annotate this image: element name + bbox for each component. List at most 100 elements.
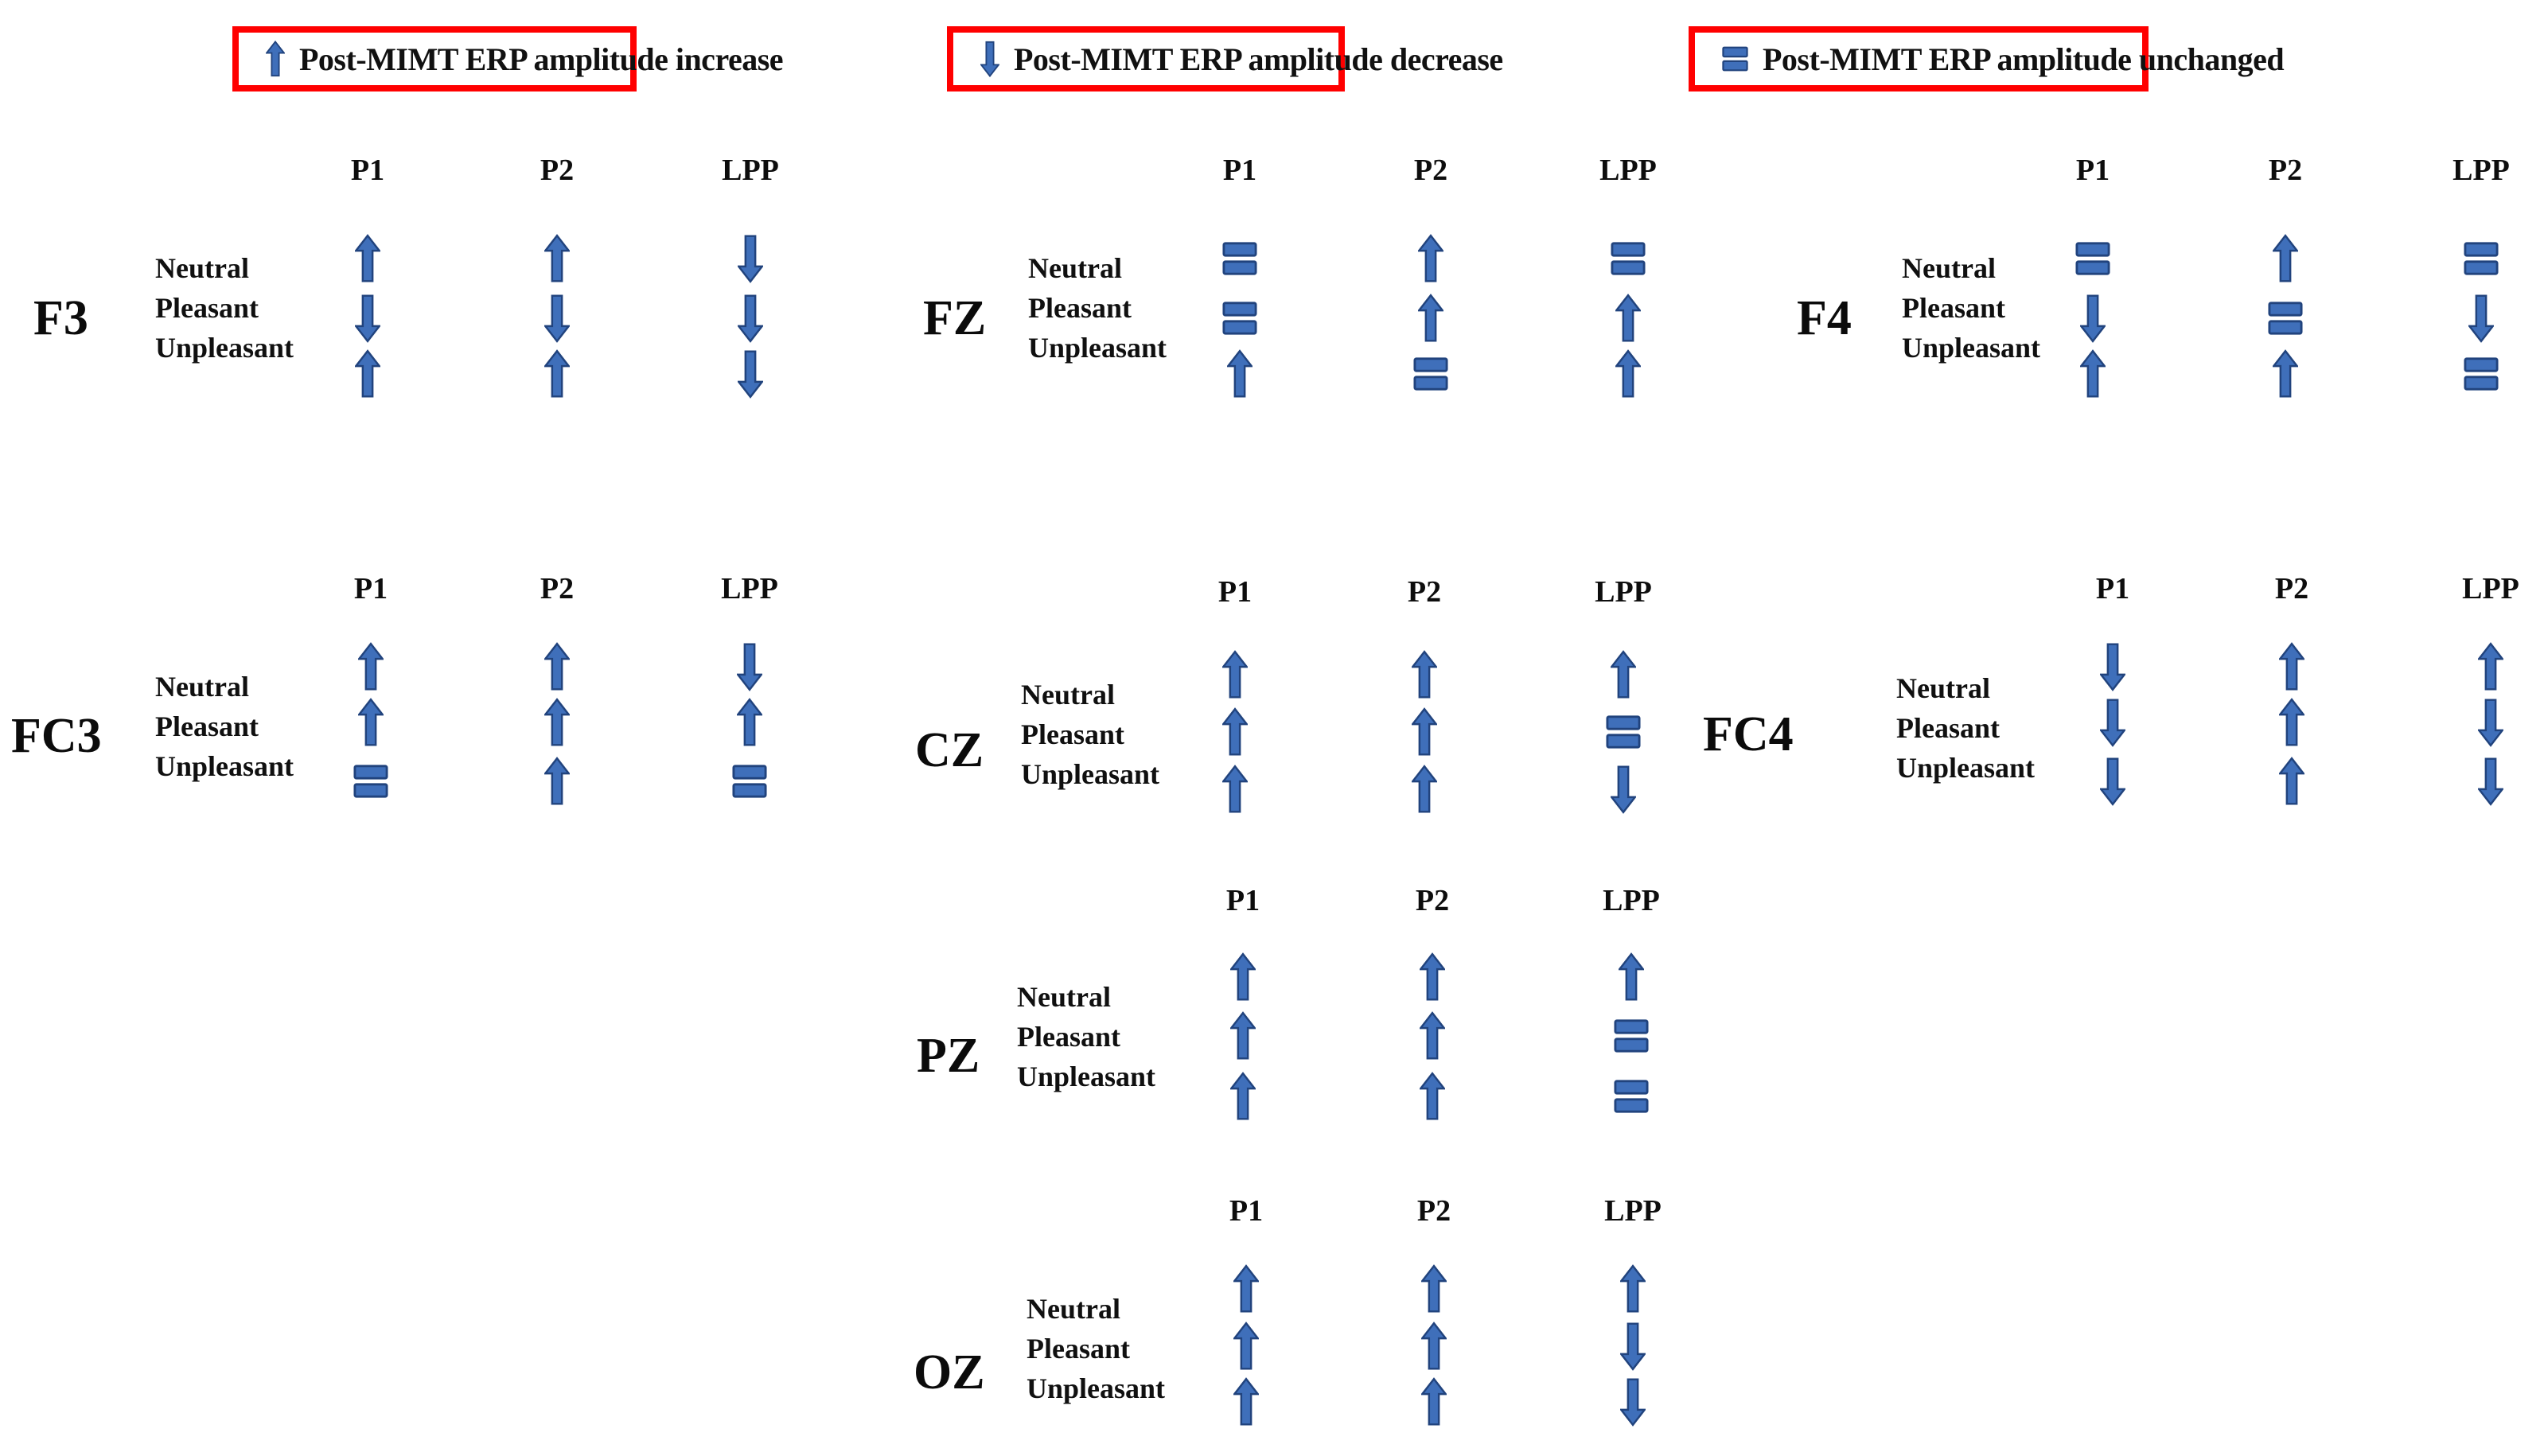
cell-f3-unpleasant-lpp <box>738 349 763 399</box>
column-header-fz-lpp: LPP <box>1599 154 1657 187</box>
arrow-up-icon <box>1421 1264 1447 1314</box>
cell-f4-unpleasant-p2 <box>2273 349 2298 399</box>
arrow-up-icon <box>1222 707 1248 757</box>
cell-fc3-unpleasant-lpp <box>732 762 767 800</box>
cell-fc4-pleasant-lpp <box>2478 698 2503 747</box>
condition-label: Pleasant <box>1896 712 2000 744</box>
arrow-down-icon <box>738 234 763 283</box>
equals-icon <box>2075 239 2110 278</box>
cell-pz-neutral-p1 <box>1230 952 1256 1002</box>
cell-fc4-unpleasant-p1 <box>2100 757 2125 806</box>
cell-oz-neutral-lpp <box>1620 1264 1646 1314</box>
condition-label: Neutral <box>1902 252 1996 284</box>
arrow-up-icon <box>1230 1011 1256 1061</box>
column-header-fz-p1: P1 <box>1222 154 1257 187</box>
cell-fc3-neutral-p2 <box>544 642 570 691</box>
condition-label: Pleasant <box>1027 1333 1130 1365</box>
cell-cz-pleasant-p2 <box>1412 707 1437 757</box>
column-header-fc4-p2: P2 <box>2274 572 2309 605</box>
cell-f4-pleasant-lpp <box>2468 294 2494 343</box>
cell-pz-unpleasant-p1 <box>1230 1072 1256 1121</box>
legend-item-increase: Post-MIMT ERP amplitude increase <box>232 26 784 91</box>
cell-f4-neutral-p2 <box>2273 234 2298 283</box>
column-header-pz-p1: P1 <box>1225 884 1260 917</box>
cell-oz-neutral-p1 <box>1233 1264 1259 1314</box>
cell-cz-neutral-p1 <box>1222 650 1248 699</box>
column-header-cz-p2: P2 <box>1407 575 1442 609</box>
arrow-down-icon <box>1620 1377 1646 1427</box>
arrow-up-icon <box>544 234 570 283</box>
cell-fz-pleasant-p1 <box>1222 299 1257 337</box>
condition-label: Unpleasant <box>1028 332 1167 364</box>
cell-cz-unpleasant-p2 <box>1412 765 1437 814</box>
column-header-fc3-p1: P1 <box>353 572 388 605</box>
column-header-oz-lpp: LPP <box>1604 1194 1662 1228</box>
cell-pz-neutral-lpp <box>1619 952 1644 1002</box>
cell-fc4-unpleasant-p2 <box>2279 757 2304 806</box>
arrow-down-icon <box>737 642 762 691</box>
cell-oz-pleasant-lpp <box>1620 1322 1646 1371</box>
cell-f3-unpleasant-p2 <box>544 349 570 399</box>
arrow-down-icon <box>544 294 570 343</box>
arrow-up-icon <box>2273 234 2298 283</box>
cell-f3-neutral-lpp <box>738 234 763 283</box>
condition-label: Pleasant <box>1028 292 1132 324</box>
equals-icon <box>2464 355 2499 393</box>
arrow-up-icon <box>544 757 570 806</box>
cell-oz-unpleasant-lpp <box>1620 1377 1646 1427</box>
electrode-label-pz: PZ <box>917 1029 980 1083</box>
cell-fc4-pleasant-p2 <box>2279 698 2304 747</box>
cell-f4-pleasant-p1 <box>2080 294 2106 343</box>
cell-f4-unpleasant-p1 <box>2080 349 2106 399</box>
cell-oz-neutral-p2 <box>1421 1264 1447 1314</box>
cell-f3-unpleasant-p1 <box>355 349 380 399</box>
arrow-up-icon <box>358 642 384 691</box>
arrow-up-icon <box>1611 650 1636 699</box>
cell-pz-pleasant-p1 <box>1230 1011 1256 1061</box>
condition-label: Pleasant <box>155 292 259 324</box>
cell-fz-neutral-p2 <box>1418 234 1443 283</box>
condition-label: Neutral <box>155 252 249 284</box>
arrow-up-icon <box>1418 234 1443 283</box>
condition-label: Unpleasant <box>1896 752 2036 784</box>
condition-label: Pleasant <box>1902 292 2005 324</box>
equals-icon <box>1611 239 1646 278</box>
cell-fc3-neutral-p1 <box>358 642 384 691</box>
column-header-f3-p2: P2 <box>540 154 575 187</box>
electrode-label-fc4: FC4 <box>1703 707 1794 761</box>
cell-oz-unpleasant-p2 <box>1421 1377 1447 1427</box>
arrow-down-icon <box>355 294 380 343</box>
cell-fc3-unpleasant-p2 <box>544 757 570 806</box>
cell-f4-neutral-lpp <box>2464 239 2499 278</box>
cell-f4-pleasant-p2 <box>2268 299 2303 337</box>
arrow-up-icon <box>2080 349 2106 399</box>
condition-label: Unpleasant <box>1027 1372 1166 1404</box>
arrow-up-icon <box>1227 349 1253 399</box>
condition-label: Neutral <box>1896 672 1990 704</box>
condition-label: Unpleasant <box>155 332 294 364</box>
equals-icon <box>2268 299 2303 337</box>
cell-pz-pleasant-p2 <box>1420 1011 1445 1061</box>
legend-item-unchanged: Post-MIMT ERP amplitude unchanged <box>1689 26 2285 91</box>
arrow-down-icon <box>2478 757 2503 806</box>
cell-fz-unpleasant-lpp <box>1615 349 1641 399</box>
arrow-up-icon <box>1230 1072 1256 1121</box>
cell-pz-unpleasant-p2 <box>1420 1072 1445 1121</box>
arrow-up-icon <box>1230 952 1256 1002</box>
arrow-down-icon <box>2468 294 2494 343</box>
arrow-up-icon <box>1233 1377 1259 1427</box>
cell-oz-unpleasant-p1 <box>1233 1377 1259 1427</box>
cell-f4-neutral-p1 <box>2075 239 2110 278</box>
condition-label: Neutral <box>1028 252 1122 284</box>
arrow-down-icon <box>980 41 999 77</box>
cell-oz-pleasant-p1 <box>1233 1322 1259 1371</box>
column-header-fc3-p2: P2 <box>540 572 575 605</box>
equals-icon <box>1222 239 1257 278</box>
cell-fc3-unpleasant-p1 <box>353 762 388 800</box>
